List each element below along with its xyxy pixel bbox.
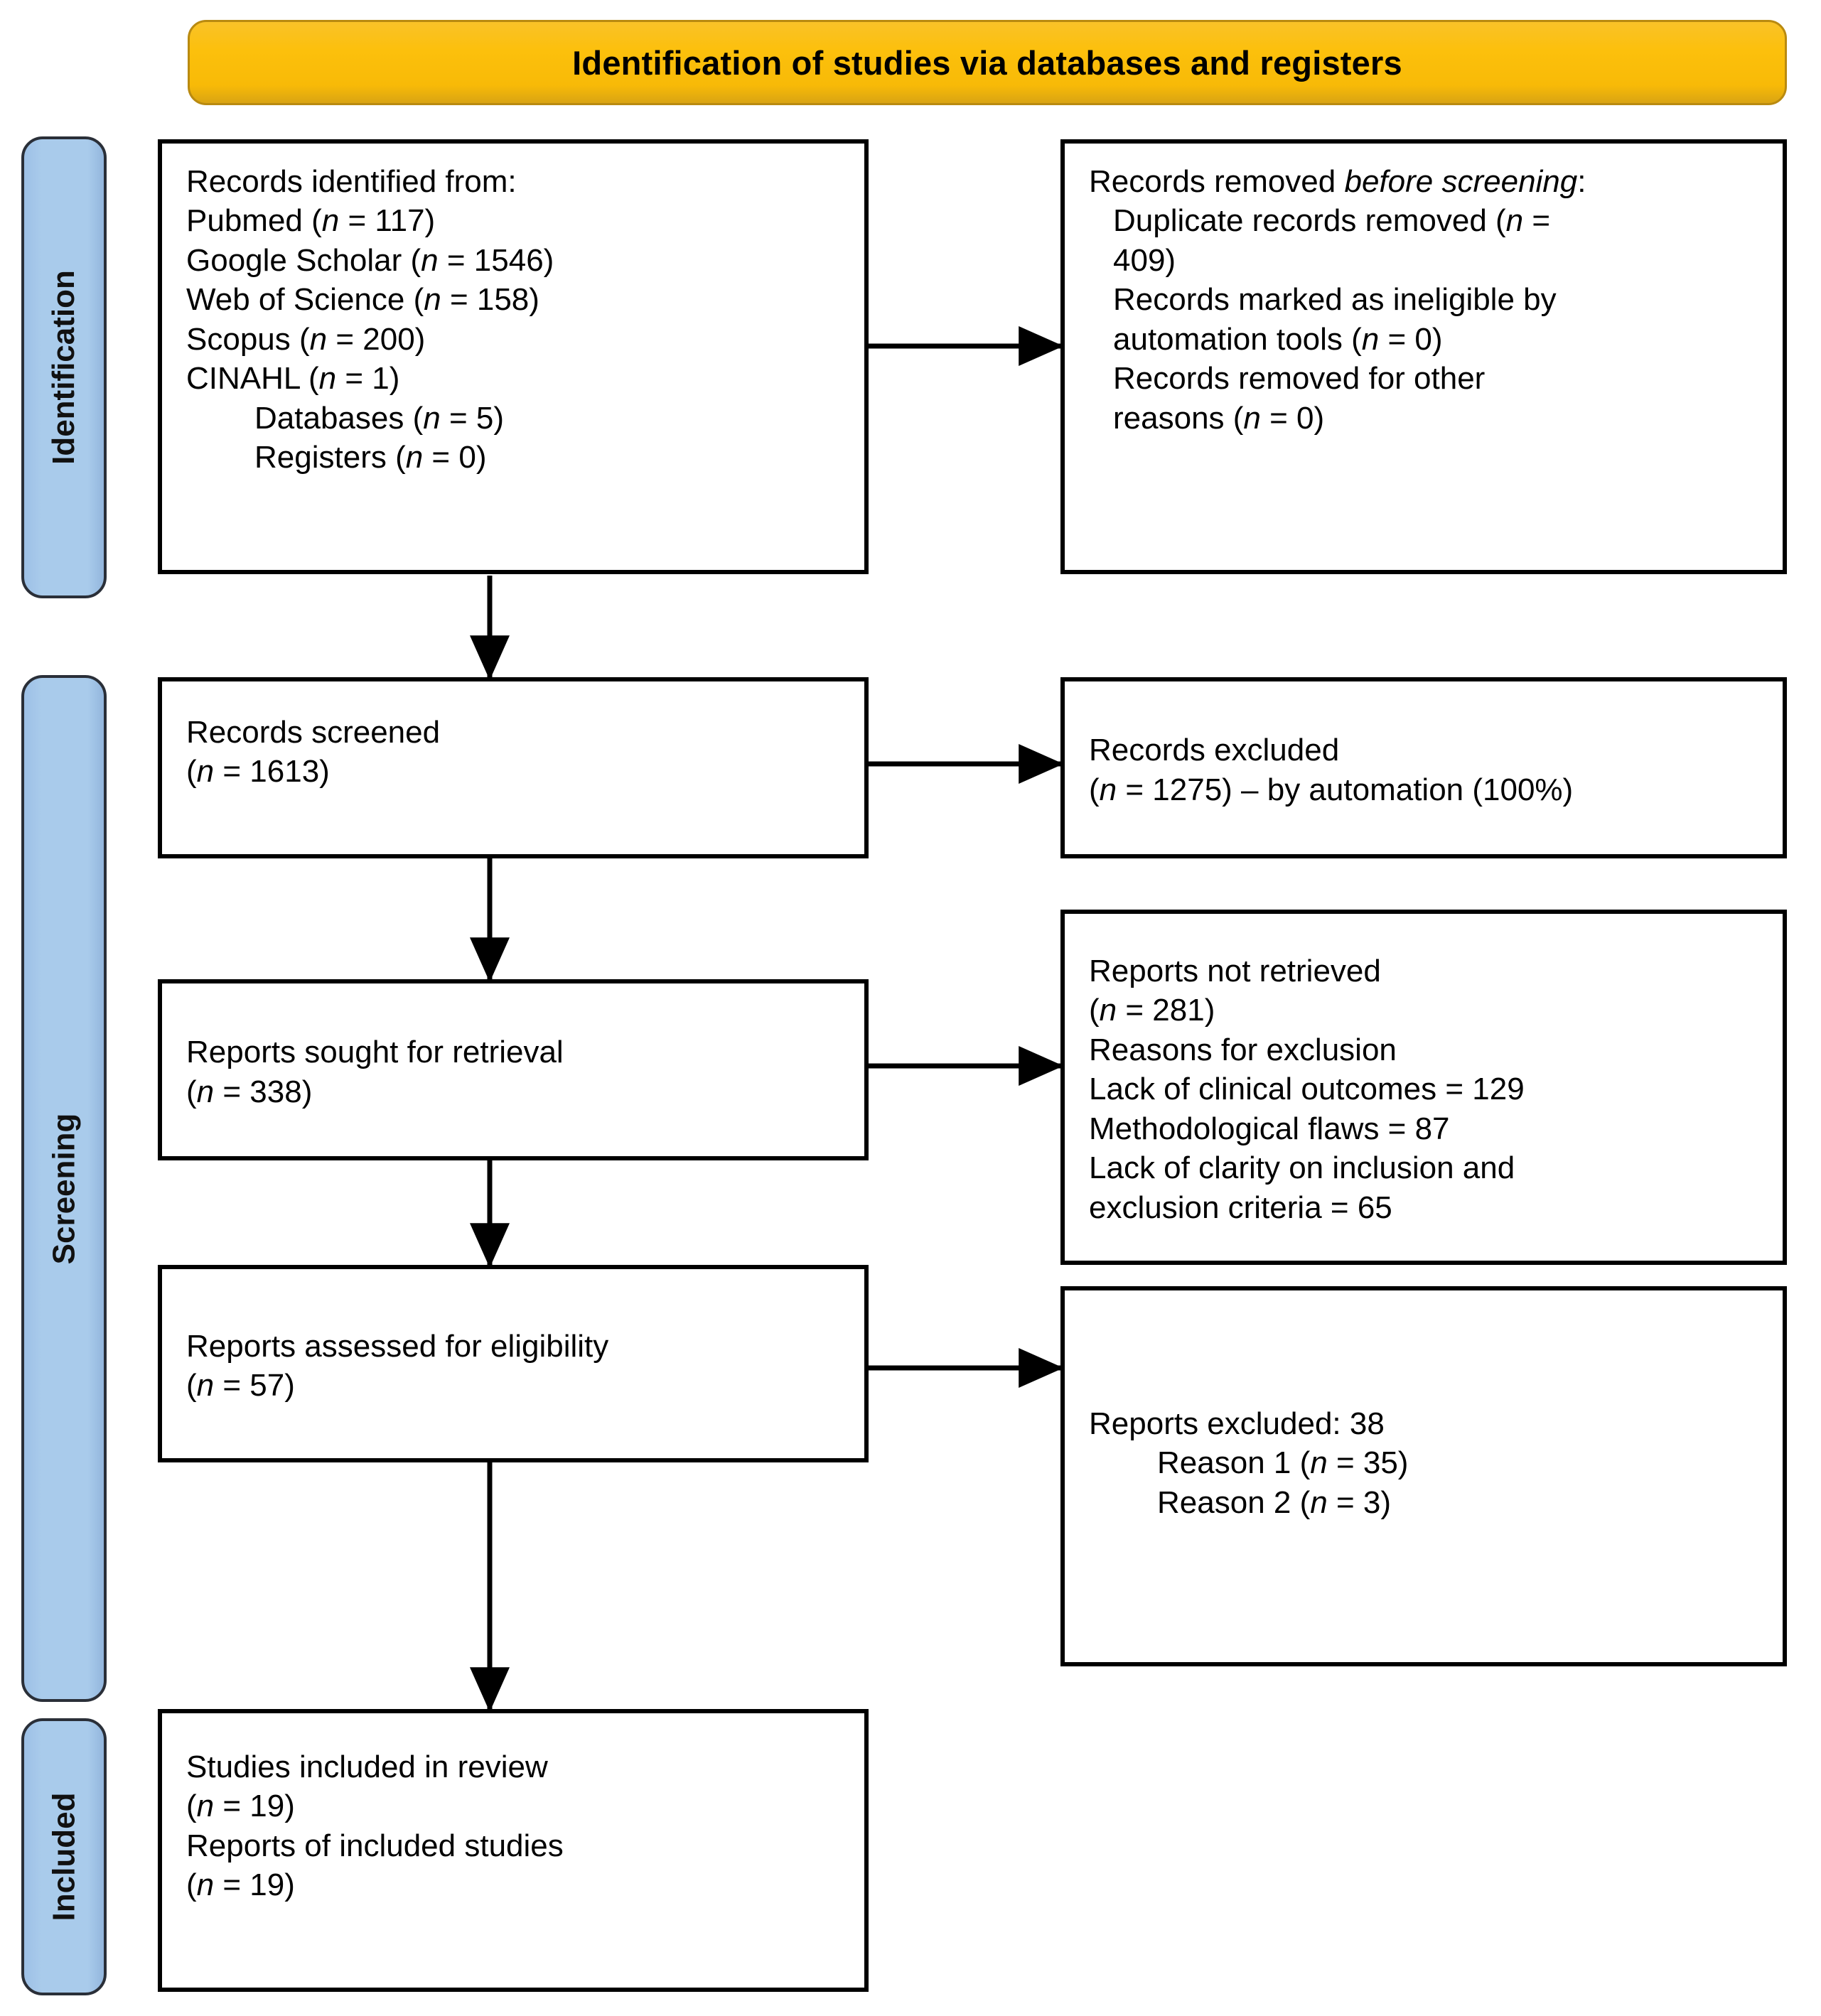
box-line: Studies included in review	[186, 1750, 548, 1784]
box-records-screened: Records screened (n = 1613)	[158, 677, 869, 858]
box-line: Methodological flaws = 87	[1089, 1111, 1450, 1146]
box-line: Registers (n = 0)	[254, 440, 487, 475]
box-line: Databases (n = 5)	[254, 400, 504, 436]
box-line: Lack of clinical outcomes = 129	[1089, 1072, 1525, 1107]
box-line: Reports of included studies	[186, 1828, 564, 1863]
box-reports-sought: Reports sought for retrieval (n = 338)	[158, 979, 869, 1160]
box-line: Reports excluded: 38	[1089, 1406, 1385, 1441]
stage-label-identification: Identification	[46, 270, 81, 465]
box-line: (n = 19)	[186, 1867, 295, 1903]
box-line: Pubmed (n = 117)	[186, 203, 436, 239]
box-line: Reason 2 (n = 3)	[1157, 1484, 1391, 1520]
box-line: Google Scholar (n = 1546)	[186, 242, 554, 278]
box-line: CINAHL (n = 1)	[186, 361, 400, 397]
box-line: exclusion criteria = 65	[1089, 1190, 1392, 1225]
box-line: Web of Science (n = 158)	[186, 282, 539, 318]
box-line: (n = 338)	[186, 1074, 313, 1109]
box-line: Records excluded	[1089, 733, 1340, 768]
box-line: 409)	[1113, 242, 1176, 278]
box-line: Reason 1 (n = 35)	[1157, 1445, 1409, 1481]
box-line: Duplicate records removed (n =	[1113, 203, 1551, 239]
box-line: (n = 19)	[186, 1789, 295, 1824]
box-line: Reports assessed for eligibility	[186, 1328, 609, 1364]
box-line: Records identified from:	[186, 164, 517, 199]
stage-bar-identification: Identification	[21, 136, 107, 598]
box-line: Reasons for exclusion	[1089, 1032, 1397, 1067]
stage-label-included: Included	[46, 1792, 81, 1921]
box-reports-excluded: Reports excluded: 38 Reason 1 (n = 35) R…	[1060, 1286, 1787, 1666]
box-line: (n = 1613)	[186, 754, 330, 789]
box-line: Records removed for other	[1113, 361, 1486, 397]
stage-label-screening: Screening	[46, 1113, 81, 1264]
box-records-excluded: Records excluded (n = 1275) – by automat…	[1060, 677, 1787, 858]
stage-bar-screening: Screening	[21, 675, 107, 1702]
box-line: Records screened	[186, 715, 441, 750]
diagram-title: Identification of studies via databases …	[572, 43, 1402, 82]
box-records-removed: Records removed before screening: Duplic…	[1060, 139, 1787, 574]
stage-bar-included: Included	[21, 1718, 107, 1995]
box-line: Reports sought for retrieval	[186, 1035, 564, 1070]
diagram-header-banner: Identification of studies via databases …	[188, 20, 1787, 105]
box-line: automation tools (n = 0)	[1113, 321, 1443, 357]
box-line: (n = 281)	[1089, 993, 1215, 1028]
box-reports-assessed: Reports assessed for eligibility (n = 57…	[158, 1265, 869, 1462]
box-reports-not-retrieved: Reports not retrieved (n = 281) Reasons …	[1060, 910, 1787, 1265]
box-line: Lack of clarity on inclusion and	[1089, 1150, 1515, 1186]
box-line: Reports not retrieved	[1089, 953, 1381, 988]
box-line: Records marked as ineligible by	[1113, 282, 1557, 318]
box-records-identified: Records identified from: Pubmed (n = 117…	[158, 139, 869, 574]
box-line: Records removed before screening:	[1089, 164, 1586, 199]
box-line: reasons (n = 0)	[1113, 400, 1325, 436]
box-line: (n = 1275) – by automation (100%)	[1089, 772, 1574, 807]
box-studies-included: Studies included in review (n = 19) Repo…	[158, 1709, 869, 1992]
box-line: (n = 57)	[186, 1368, 295, 1403]
box-line: Scopus (n = 200)	[186, 321, 426, 357]
